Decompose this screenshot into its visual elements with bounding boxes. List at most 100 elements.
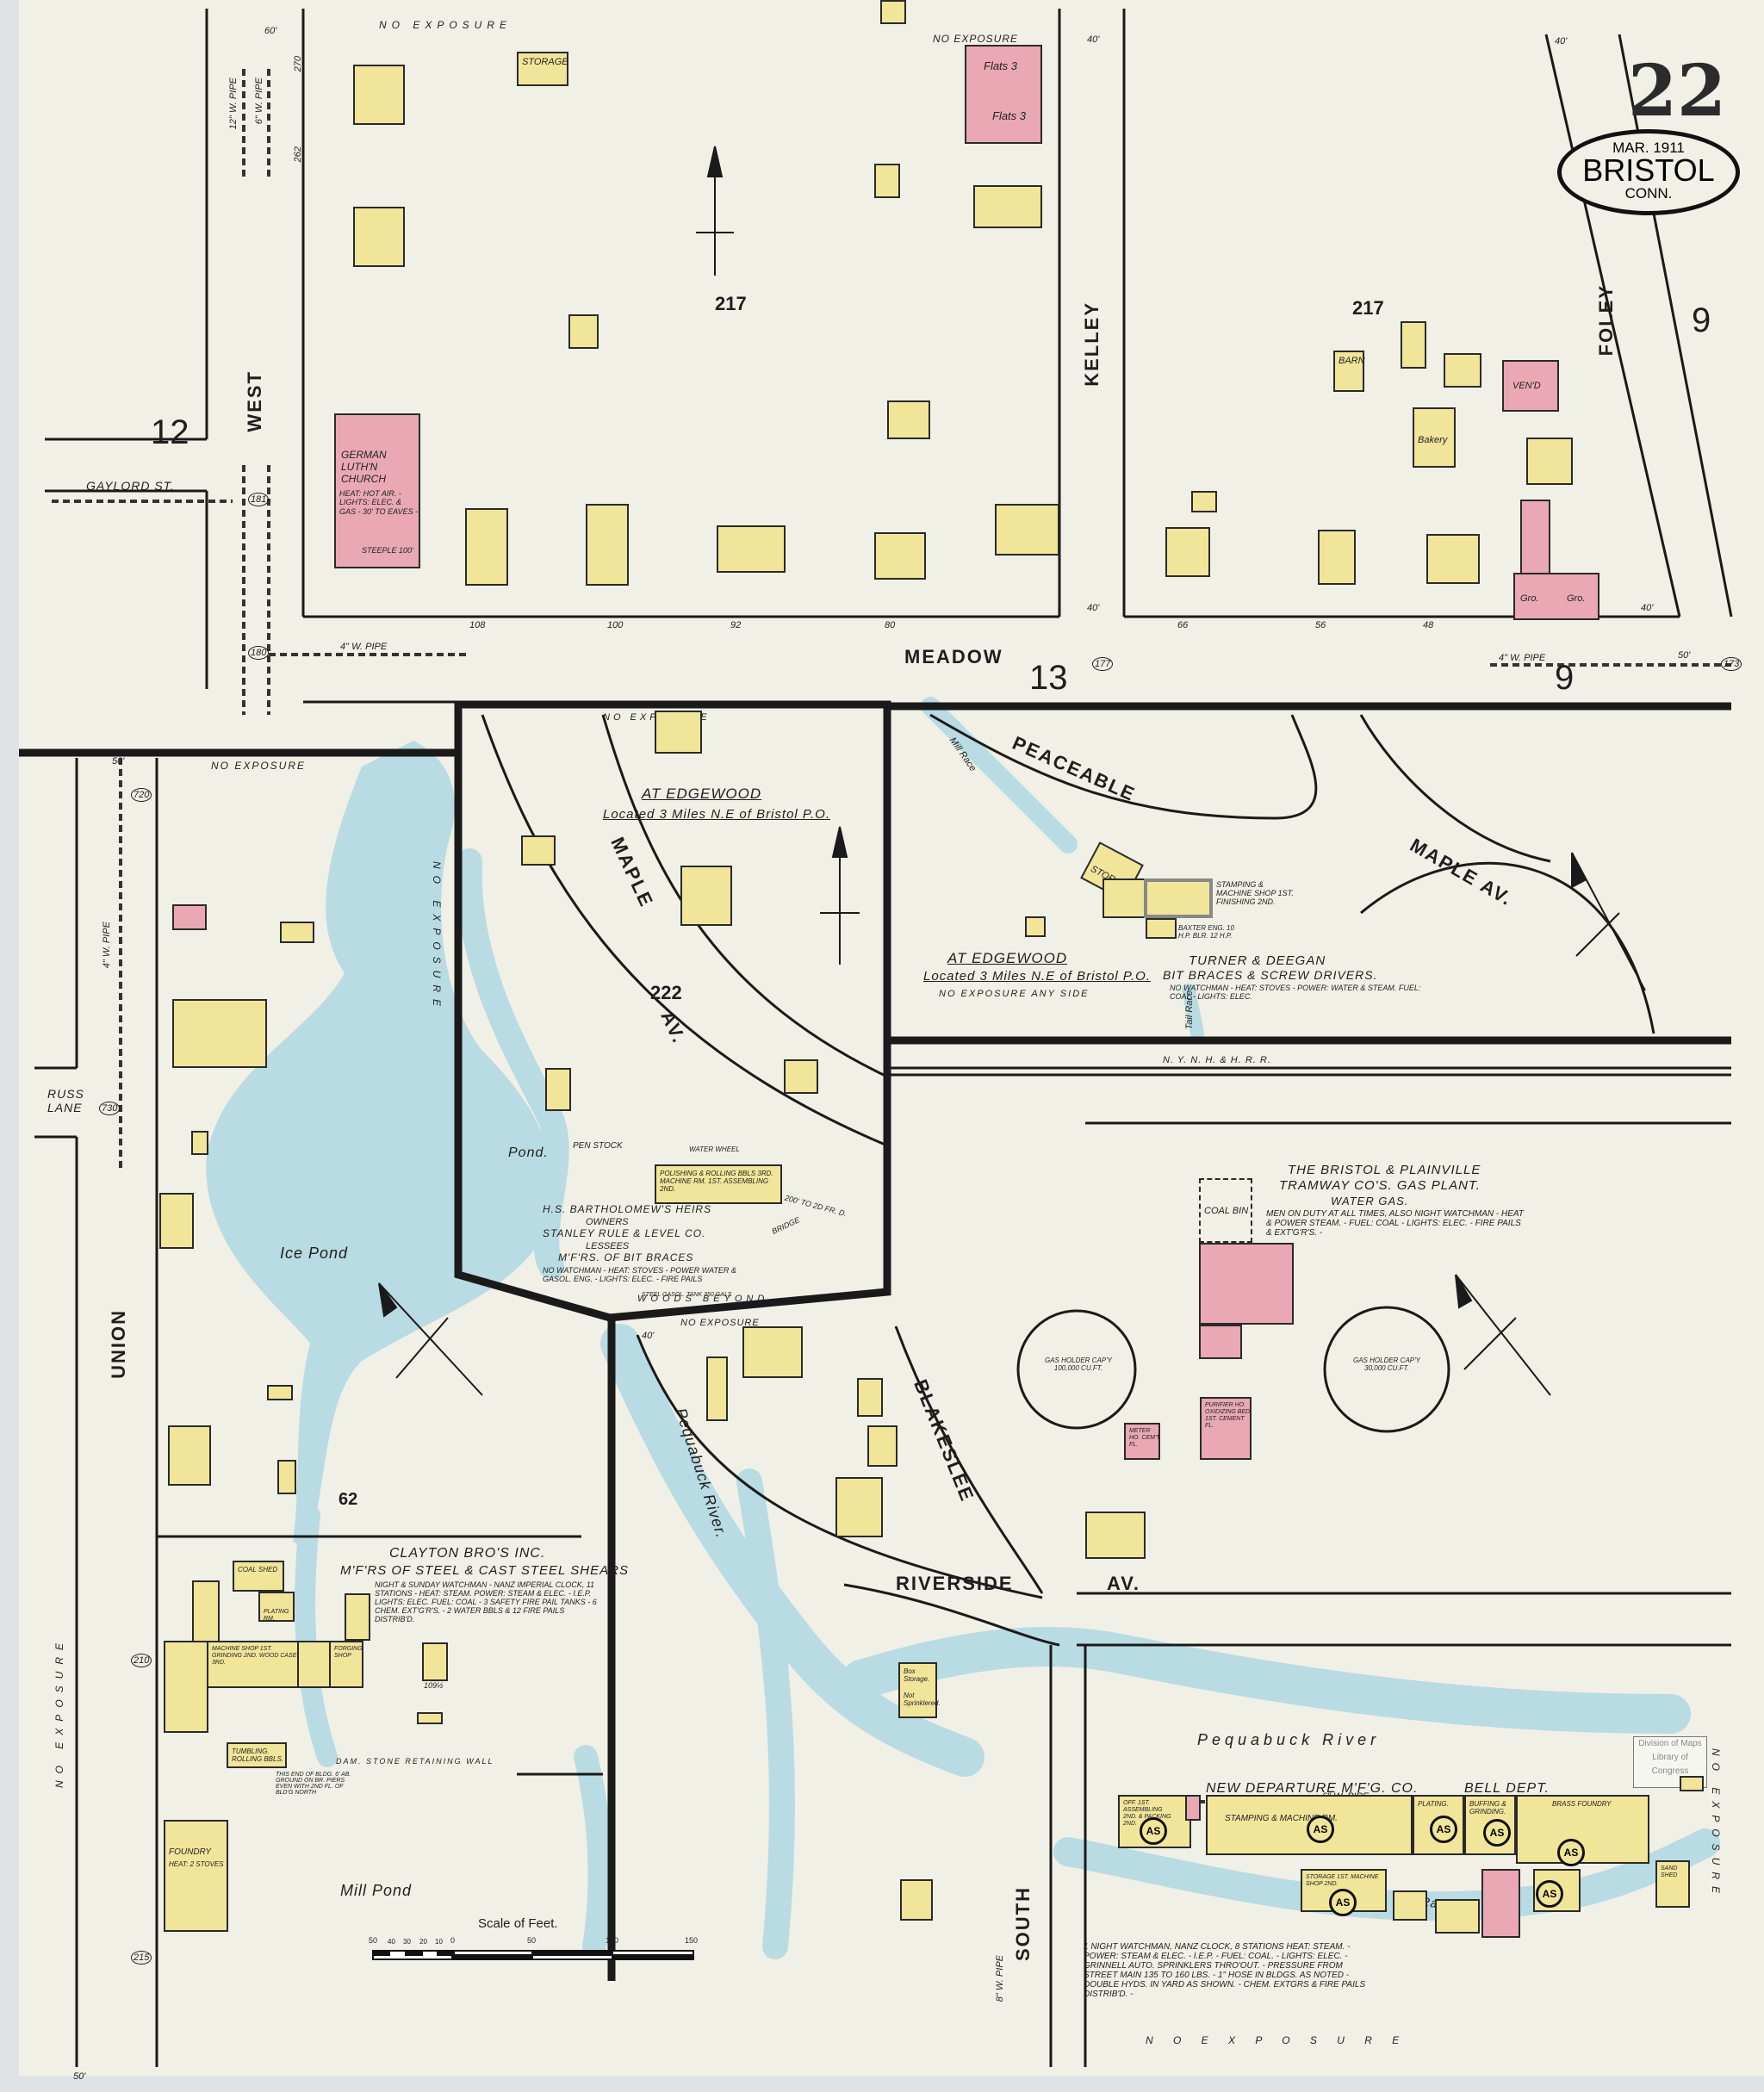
dwelling — [680, 866, 732, 926]
pequabuck-lower — [736, 1468, 796, 1959]
grinding-shed — [1146, 918, 1177, 939]
finishing-packing — [164, 1641, 208, 1733]
boiler-house — [1481, 1869, 1520, 1938]
shed — [857, 1378, 883, 1417]
exposure-note: NO EXPOSURE — [680, 1318, 760, 1328]
street-width: 40' — [1641, 603, 1654, 613]
gas-holder-1 — [1016, 1309, 1137, 1430]
storage-building — [1102, 878, 1146, 918]
street-foley: FOLEY — [1595, 284, 1617, 357]
vacant-building — [867, 1425, 898, 1467]
street-meadow: MEADOW — [904, 646, 1003, 667]
exposure-any-side: NO EXPOSURE ANY SIDE — [939, 989, 1090, 999]
block-number: 222 — [650, 982, 682, 1003]
street-width: 60' — [264, 26, 277, 36]
street-width: 40' — [1555, 36, 1568, 47]
sheet-date: MAR. 1911 — [1612, 140, 1685, 156]
house-number: 66 — [1177, 620, 1189, 630]
adjoining-sheet-bottom[interactable]: 13 — [1029, 659, 1068, 697]
storage-building — [568, 314, 599, 349]
scale-tick: 30 — [403, 1938, 411, 1946]
edgewood-title-right: AT EDGEWOOD — [947, 950, 1068, 966]
dwelling — [973, 185, 1042, 228]
plating-room: PLATING. — [1413, 1795, 1464, 1855]
pipe-4w-union: 4" W. PIPE — [102, 922, 112, 969]
wood-shed — [1025, 916, 1046, 937]
pond-label: Pond. — [508, 1145, 549, 1160]
street-width: 50' — [73, 2071, 86, 2082]
stamping-machine-room: STAMPING & MACHINE RM. — [1206, 1795, 1413, 1855]
shed — [784, 1059, 818, 1094]
dwelling — [1526, 438, 1573, 485]
street-width: 40' — [642, 1331, 655, 1341]
house-number: 48 — [1423, 620, 1434, 630]
coal-shed: COAL SHED — [233, 1561, 284, 1592]
edgewood-inset-border — [454, 700, 891, 1322]
hydrant: 173 — [1721, 657, 1742, 671]
building-end-note: THIS END OF BLDG. 6' AB. GROUND ON BR. P… — [276, 1772, 351, 1796]
sheds — [706, 1356, 728, 1421]
new-departure-title: NEW DEPARTURE M'F'G. CO. — [1206, 1781, 1419, 1796]
sprinkler-symbol: AS — [1483, 1819, 1511, 1847]
shop-label: STAMPING & MACHINE SHOP 1ST. FINISHING 2… — [1216, 880, 1294, 906]
storage-building: STORAGE — [517, 52, 568, 86]
adjoining-sheet-right[interactable]: 9 — [1692, 301, 1711, 339]
hydrant: 181 — [248, 493, 270, 506]
dwelling — [586, 504, 629, 586]
railroad: N. Y. N. H. & H. R. R. — [1163, 1055, 1271, 1065]
gas-holder-label: GAS HOLDER CAP'Y 100,000 CU.FT. — [1045, 1356, 1112, 1372]
shed — [880, 0, 906, 24]
gas-plant-subtitle: WATER GAS. — [1331, 1195, 1409, 1207]
coal-bin: COAL BIN — [1199, 1178, 1252, 1243]
state-name: CONN. — [1624, 185, 1673, 202]
exposure-note: NO EXPOSURE — [211, 760, 307, 772]
pequabuck-river-main — [842, 1626, 1691, 1734]
hydrant: 180 — [248, 646, 270, 660]
scale-tick: 50 — [369, 1936, 378, 1945]
block-number: 217 — [1352, 297, 1384, 319]
scale-title: Scale of Feet. — [478, 1916, 558, 1931]
german-lutheran-church: GERMAN LUTH'N CHURCH HEAT: HOT AIR. - LI… — [334, 413, 420, 568]
outbuilding — [887, 400, 930, 439]
title-cartouche: MAR. 1911 BRISTOL CONN. — [1557, 129, 1740, 215]
hydrant: 210 — [131, 1654, 152, 1667]
woods-beyond-note: WOODS BEYOND — [637, 1294, 769, 1304]
sprinkler-symbol: AS — [1557, 1839, 1585, 1866]
gas-plant-title-2: TRAMWAY CO'S. GAS PLANT. — [1279, 1178, 1481, 1193]
ice-pond-water — [206, 741, 555, 1550]
barn: BARN — [1333, 351, 1365, 392]
shed — [277, 1460, 296, 1494]
clayton-storage — [345, 1593, 370, 1641]
number-label: 109½ — [424, 1681, 444, 1690]
tumbling-room: TUMBLING. ROLLING BBLS. — [227, 1742, 287, 1768]
gas-plant-title: THE BRISTOL & PLAINVILLE — [1288, 1163, 1481, 1177]
street-kelley: KELLEY — [1081, 301, 1102, 387]
engine-label: BAXTER ENG. 10 H.P. BLR. 12 H.P. — [1178, 924, 1234, 940]
tail-race — [1182, 984, 1204, 1040]
scale-bar — [372, 1950, 694, 1960]
turner-deegan-product: BIT BRACES & SCREW DRIVERS. — [1163, 968, 1378, 982]
veneered-dwelling: VEN'D — [1502, 360, 1559, 412]
sprinkler-symbol: AS — [1329, 1889, 1357, 1916]
street-width: 50' — [1678, 650, 1691, 661]
product: M'F'RS. OF BIT BRACES — [558, 1251, 694, 1263]
block-number: 217 — [715, 293, 747, 314]
exposure-note: NO EXPOSURE — [431, 861, 443, 1014]
house-number: 108 — [469, 620, 486, 630]
clayton-notes: NIGHT & SUNDAY WATCHMAN - NANZ IMPERIAL … — [375, 1580, 597, 1623]
sprinkler-symbol: AS — [1430, 1816, 1457, 1843]
street-gaylord: GAYLORD ST. — [86, 479, 175, 493]
adjoining-sheet-left[interactable]: 12 — [151, 413, 189, 451]
shed — [267, 1385, 293, 1400]
stamping-machine-shop — [1144, 878, 1213, 918]
sprinkler-symbol: AS — [1140, 1817, 1167, 1845]
house-number: 80 — [885, 620, 896, 630]
dwelling — [353, 65, 405, 125]
gas-plant-annex — [1199, 1325, 1242, 1359]
storage-building — [545, 1068, 571, 1111]
city-name: BRISTOL — [1582, 152, 1715, 188]
adjoining-sheet-bottom-right[interactable]: 9 — [1555, 659, 1575, 697]
new-departure-dept: BELL DEPT. — [1464, 1781, 1550, 1796]
coal-shed — [1435, 1899, 1480, 1934]
grocery: Gro. Gro. — [1513, 573, 1599, 620]
